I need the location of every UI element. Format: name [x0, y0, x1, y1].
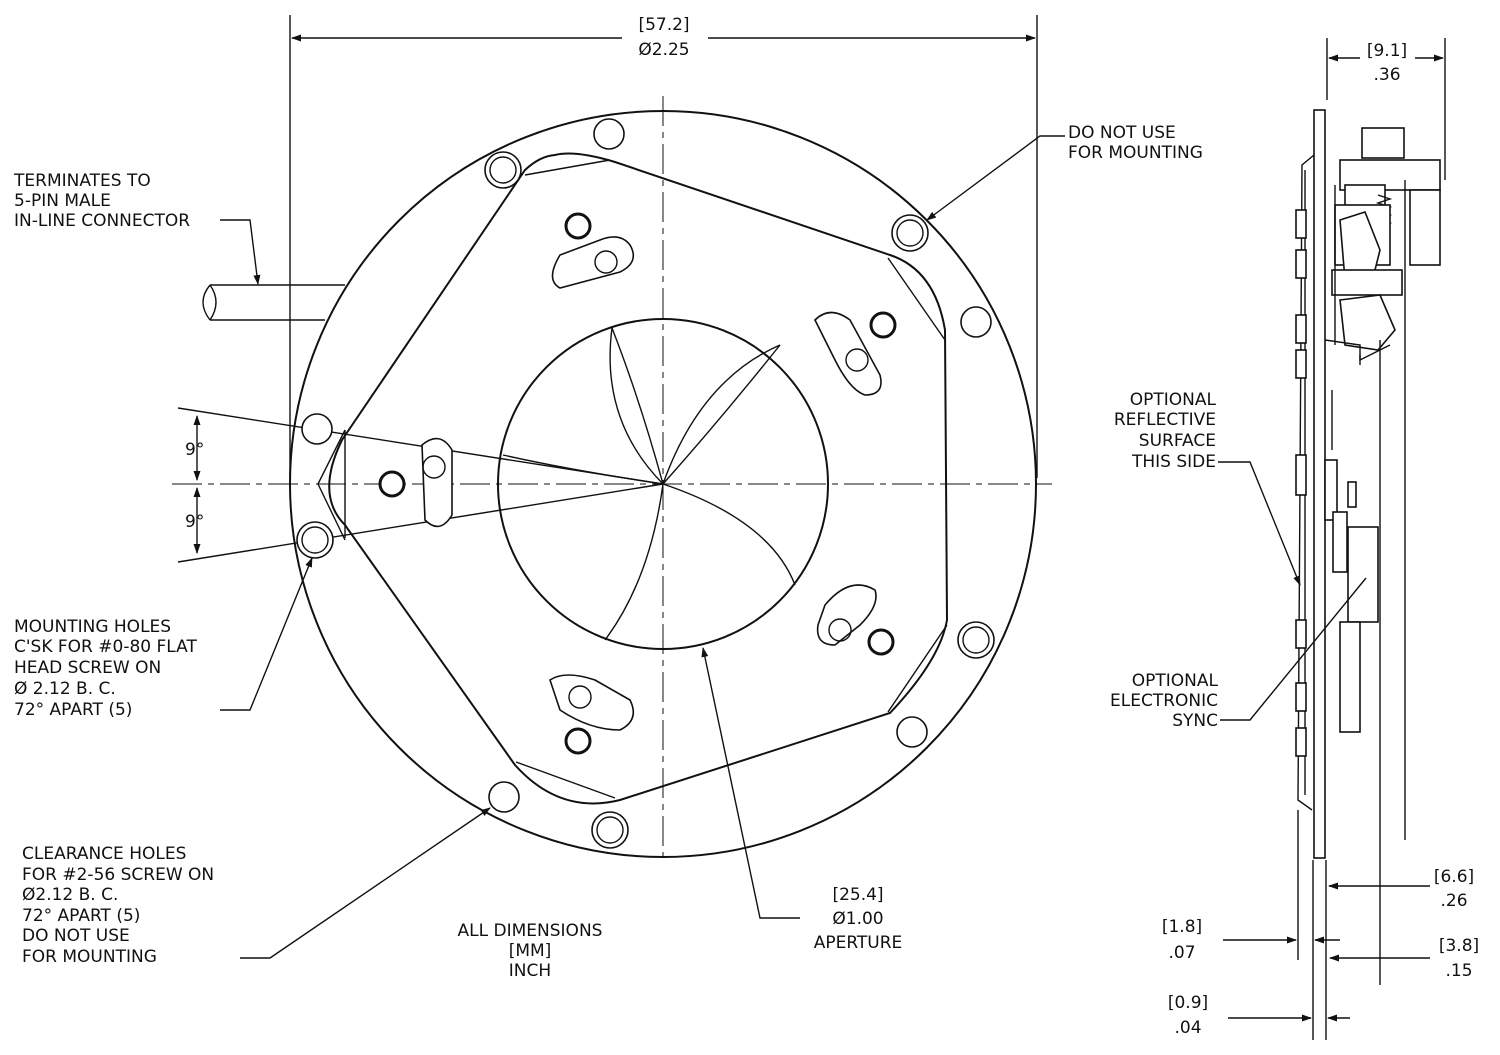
units-note: ALL DIMENSIONS [MM] INCH: [458, 921, 603, 981]
svg-text:5-PIN MALE: 5-PIN MALE: [14, 191, 111, 211]
svg-text:C'SK FOR #0-80 FLAT: C'SK FOR #0-80 FLAT: [14, 637, 197, 657]
aperture-in: Ø1.00: [832, 909, 883, 929]
thickness-mm: [9.1]: [1367, 41, 1407, 61]
side-view: [1223, 38, 1446, 1040]
mounting-holes-note: MOUNTING HOLES C'SK FOR #0-80 FLAT HEAD …: [14, 617, 197, 720]
svg-text:REFLECTIVE: REFLECTIVE: [1114, 410, 1216, 430]
clearance-holes-note: CLEARANCE HOLES FOR #2-56 SCREW ON Ø2.12…: [22, 844, 214, 967]
actuator-assembly: [1324, 127, 1441, 985]
svg-text:Ø2.12 B. C.: Ø2.12 B. C.: [22, 885, 118, 905]
dim-38-in: .15: [1445, 961, 1472, 981]
leaders-front: [220, 135, 1065, 959]
connector-note: TERMINATES TO 5-PIN MALE IN-LINE CONNECT…: [13, 171, 190, 231]
svg-text:FOR #2-56 SCREW ON: FOR #2-56 SCREW ON: [22, 865, 214, 885]
overall-diameter-in: Ø2.25: [638, 40, 689, 60]
svg-text:Ø 2.12 B. C.: Ø 2.12 B. C.: [14, 679, 116, 699]
svg-text:ALL DIMENSIONS: ALL DIMENSIONS: [458, 921, 603, 941]
reflective-surface-note: OPTIONAL REFLECTIVE SURFACE THIS SIDE: [1114, 390, 1217, 472]
pivot-holes: [378, 212, 897, 755]
svg-text:ELECTRONIC: ELECTRONIC: [1110, 691, 1218, 711]
svg-text:72° APART (5): 72° APART (5): [14, 700, 132, 720]
svg-text:HEAD SCREW ON: HEAD SCREW ON: [14, 658, 161, 678]
mounting-holes: [296, 118, 995, 849]
blade-slots: [421, 236, 882, 731]
dim-66-mm: [6.6]: [1434, 867, 1474, 887]
connector-cable: [202, 284, 345, 321]
angle-lower-label: 9°: [185, 512, 204, 532]
do-not-use-note: DO NOT USE FOR MOUNTING: [1068, 123, 1203, 163]
svg-text:TERMINATES TO: TERMINATES TO: [13, 171, 151, 191]
dim-18-in: .07: [1168, 943, 1195, 963]
electronic-sync-note: OPTIONAL ELECTRONIC SYNC: [1110, 671, 1219, 731]
svg-text:INCH: INCH: [509, 961, 551, 981]
svg-text:72° APART (5): 72° APART (5): [22, 906, 140, 926]
svg-text:OPTIONAL: OPTIONAL: [1132, 671, 1219, 691]
aperture-circle: [497, 318, 829, 650]
mounting-plate: [1313, 109, 1326, 859]
svg-text:[MM]: [MM]: [509, 941, 552, 961]
dim-38-mm: [3.8]: [1439, 936, 1479, 956]
svg-text:DO NOT USE: DO NOT USE: [1068, 123, 1176, 143]
svg-text:DO NOT USE: DO NOT USE: [22, 926, 130, 946]
svg-text:CLEARANCE HOLES: CLEARANCE HOLES: [22, 844, 186, 864]
electronic-sync-block: [1324, 390, 1379, 733]
angle-upper-label: 9°: [185, 440, 204, 460]
svg-text:IN-LINE CONNECTOR: IN-LINE CONNECTOR: [14, 211, 190, 231]
dim-66-in: .26: [1440, 891, 1467, 911]
blade-housing-outline: [328, 152, 949, 805]
aperture-label: APERTURE: [814, 933, 903, 953]
dim-09-in: .04: [1174, 1018, 1201, 1038]
svg-text:OPTIONAL: OPTIONAL: [1130, 390, 1217, 410]
svg-text:SURFACE: SURFACE: [1139, 431, 1216, 451]
dim-09-mm: [0.9]: [1168, 993, 1208, 1013]
svg-text:THIS SIDE: THIS SIDE: [1131, 452, 1216, 472]
thickness-in: .36: [1373, 65, 1400, 85]
dim-18-mm: [1.8]: [1162, 917, 1202, 937]
svg-text:SYNC: SYNC: [1172, 711, 1218, 731]
svg-text:MOUNTING HOLES: MOUNTING HOLES: [14, 617, 171, 637]
svg-text:FOR MOUNTING: FOR MOUNTING: [1068, 143, 1203, 163]
svg-text:FOR MOUNTING: FOR MOUNTING: [22, 947, 157, 967]
leaders-side: [1218, 461, 1367, 721]
aperture-mm: [25.4]: [832, 885, 883, 905]
overall-diameter-mm: [57.2]: [638, 15, 689, 35]
front-view: [172, 15, 1052, 862]
